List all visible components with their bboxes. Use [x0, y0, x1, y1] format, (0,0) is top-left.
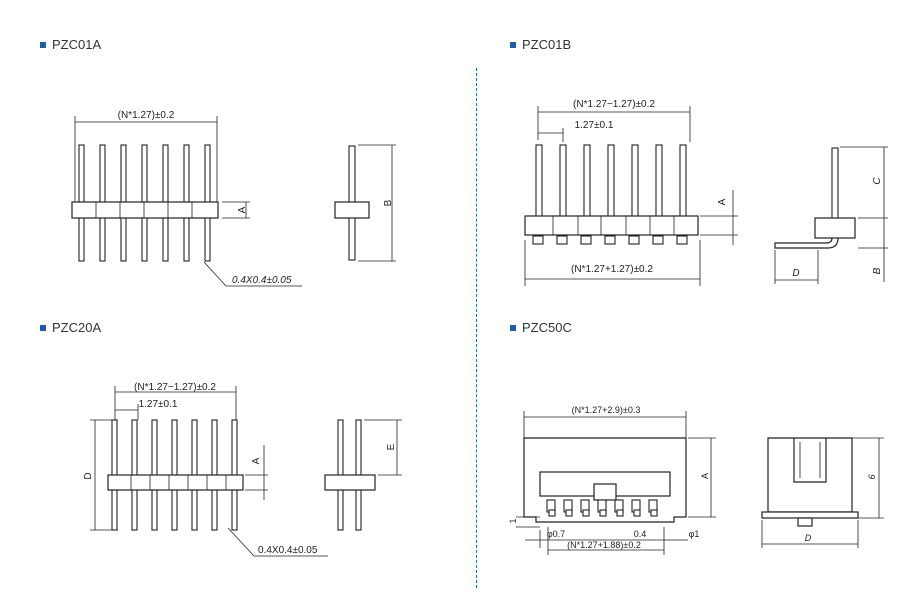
panel-title-pzc50c: PZC50C	[510, 320, 572, 335]
pzc01b-side-housing	[814, 217, 856, 239]
pzc01b-dim-pitch: 1.27±0.1	[575, 120, 614, 131]
pzc50c-dim-phi1: φ1	[689, 529, 700, 539]
pzc50c-key	[593, 483, 617, 501]
pzc01b-foot	[676, 235, 688, 245]
panel-title-pzc01b: PZC01B	[510, 37, 571, 52]
pzc01b-pin	[559, 144, 567, 218]
pzc01b-dim-top: (N*1.27−1.27)±0.2	[573, 99, 655, 110]
pzc01a-dim-b: B	[383, 199, 394, 206]
pzc50c-side-base	[761, 511, 859, 519]
pzc50c-contact	[633, 509, 641, 517]
panel-title-text: PZC50C	[522, 320, 572, 335]
pzc01b-pin	[631, 144, 639, 218]
pzc50c-contact	[616, 509, 624, 517]
pzc01b-pin	[607, 144, 615, 218]
pzc01a-drawing: (N*1.27)±0.2 A 0.4X0.4±0.05 B	[71, 110, 396, 287]
pzc20a-drawing: (N*1.27−1.27)±0.2 1.27±0.1 D A 0.4X0.4±0…	[83, 382, 402, 557]
pzc20a-pin-note: 0.4X0.4±0.05	[258, 545, 318, 556]
pzc50c-dim-04: 0.4	[634, 529, 647, 539]
pzc50c-dim-07: φ0.7	[547, 529, 565, 539]
pzc01b-dim-a: A	[717, 198, 728, 205]
pzc01a-pin-note: 0.4X0.4±0.05	[232, 275, 292, 286]
pzc01b-side-pin	[831, 147, 839, 219]
pzc01b-housing	[524, 215, 699, 236]
pzc01b-dim-bottom: (N*1.27+1.27)±0.2	[571, 264, 653, 275]
pzc50c-contact	[548, 509, 556, 517]
pzc01b-foot	[628, 235, 640, 245]
pzc01b-dim-b: B	[872, 267, 883, 274]
pzc50c-contact	[565, 509, 573, 517]
pzc50c-dim-top: (N*1.27+2.9)±0.3	[572, 405, 641, 415]
pzc01b-dim-c: C	[872, 177, 883, 185]
pzc50c-dim-d: D	[805, 533, 812, 543]
pzc01a-dim-top: (N*1.27)±0.2	[118, 110, 175, 121]
panel-title-text: PZC01B	[522, 37, 572, 52]
pzc20a-dim-a: A	[251, 457, 262, 464]
pzc01a-side-housing	[334, 201, 370, 219]
bullet-icon	[40, 324, 46, 331]
pzc01a-dim-a: A	[237, 206, 248, 213]
pzc50c-contact	[582, 509, 590, 517]
pzc50c-dim-a: A	[700, 473, 710, 479]
panel-divider	[476, 68, 477, 588]
pzc20a-housing	[107, 474, 244, 491]
pzc01b-pin	[535, 144, 543, 218]
panel-title-pzc01a: PZC01A	[40, 37, 101, 52]
pzc01b-side-bent-pin	[774, 237, 839, 249]
pzc20a-dim-d: D	[83, 472, 94, 479]
panel-title-text: PZC01A	[52, 37, 102, 52]
pzc01b-foot	[604, 235, 616, 245]
pzc01a-housing	[71, 201, 219, 219]
bullet-icon	[40, 41, 46, 48]
bullet-icon	[510, 324, 516, 331]
pzc01b-foot	[556, 235, 568, 245]
pzc50c-contact	[650, 509, 658, 517]
pzc20a-dim-top: (N*1.27−1.27)±0.2	[134, 382, 216, 393]
panel-title-pzc20a: PZC20A	[40, 320, 101, 335]
pzc50c-dim-bottom: (N*1.27+1.88)±0.2	[567, 540, 641, 550]
pzc01b-pin	[679, 144, 687, 218]
pzc01b-drawing: (N*1.27−1.27)±0.2 1.27±0.1 A (N*1.27+1.2…	[524, 99, 888, 286]
pzc20a-side-housing	[324, 474, 376, 491]
pzc01b-foot	[580, 235, 592, 245]
pzc01b-pin	[583, 144, 591, 218]
pzc50c-side-slot	[793, 438, 827, 483]
pzc01b-foot	[652, 235, 664, 245]
pzc50c-contact	[599, 509, 607, 517]
pzc50c-dim-1: 1	[508, 518, 518, 523]
pzc20a-dim-e: E	[386, 443, 397, 450]
pzc50c-side-housing	[767, 437, 853, 513]
pzc50c-drawing: (N*1.27+2.9)±0.3 A 1 φ0.7 0.4 φ1 (N*1.27…	[508, 405, 884, 555]
pzc20a-dim-pitch: 1.27±0.1	[139, 399, 178, 410]
pzc50c-dim-6: 6	[867, 474, 877, 479]
pzc01b-foot	[532, 235, 544, 245]
bullet-icon	[510, 41, 516, 48]
pzc01b-pin	[655, 144, 663, 218]
pzc50c-side-post	[797, 517, 813, 527]
pzc01b-dim-d: D	[792, 268, 799, 279]
panel-title-text: PZC20A	[52, 320, 102, 335]
